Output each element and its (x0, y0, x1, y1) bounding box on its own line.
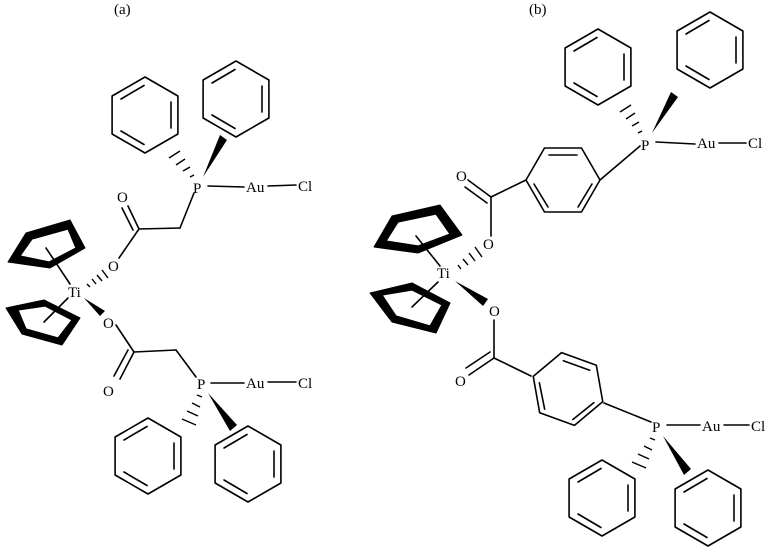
phenyl-ring-icon (114, 417, 182, 495)
hashed-bond (619, 104, 643, 134)
hashed-bond (631, 437, 656, 469)
bond (464, 186, 488, 204)
cyclopentadienyl-ring-icon (7, 219, 86, 285)
bond (113, 349, 129, 377)
phenyl-ring-icon (676, 11, 744, 89)
panel-a: (a) Ti O O O P (5, 2, 312, 503)
bond (179, 192, 195, 229)
bond (603, 402, 652, 423)
phenyl-ring-icon (202, 60, 270, 138)
atom-ti: Ti (437, 266, 450, 282)
phenyl-ring-icon (564, 28, 632, 106)
atom-o-ester-bottom: O (489, 304, 500, 320)
wedge-bond (208, 393, 237, 431)
phenyl-ring-icon (568, 459, 636, 537)
bond (655, 141, 696, 145)
atom-o-ester-bottom: O (103, 316, 114, 332)
atom-o-carbonyl-bottom: O (455, 374, 466, 390)
bond (115, 324, 135, 353)
atom-o-carbonyl-bottom: O (103, 384, 114, 400)
bond (118, 228, 140, 259)
atom-o-carbonyl-top: O (456, 169, 467, 185)
bond (127, 205, 140, 230)
atom-cl-bottom: Cl (751, 419, 765, 435)
atom-p-top: P (193, 181, 201, 197)
bond (493, 357, 532, 377)
hashed-bond (457, 246, 483, 270)
atom-cl-bottom: Cl (298, 376, 312, 392)
atom-p-bottom: P (197, 377, 205, 393)
bond (121, 207, 134, 231)
bond (119, 351, 135, 380)
wedge-bond (203, 135, 227, 177)
wedge-bond (663, 436, 691, 475)
bond (207, 185, 245, 188)
wedge-bond (652, 92, 678, 133)
bond (465, 351, 491, 369)
cyclopentadienyl-ring-icon (5, 297, 81, 346)
atom-au-bottom: Au (246, 376, 265, 392)
atom-p-bottom: P (652, 420, 660, 436)
atom-au-bottom: Au (702, 419, 721, 435)
panel-b: (b) Ti O O O P (369, 2, 765, 547)
atom-au-top: Au (246, 180, 265, 196)
phenyl-ring-icon (111, 76, 179, 154)
panel-label-b: (b) (529, 2, 547, 18)
bond (467, 179, 492, 198)
phenylene-ring-icon (525, 147, 601, 213)
wedge-bond (84, 298, 105, 316)
atom-o-carbonyl-top: O (117, 190, 128, 206)
phenyl-ring-icon (674, 469, 742, 547)
hashed-bond (181, 394, 203, 426)
bond (133, 349, 177, 353)
atom-o-ester-top: O (483, 237, 494, 253)
bond (138, 227, 181, 230)
bond (267, 184, 297, 187)
panel-label-a: (a) (114, 2, 131, 18)
cyclopentadienyl-ring-icon (369, 281, 451, 334)
bond (175, 349, 197, 378)
bond (490, 179, 527, 198)
phenylene-ring-icon (521, 345, 615, 433)
bond (599, 145, 641, 181)
cyclopentadienyl-ring-icon (373, 204, 463, 267)
atom-au-top: Au (697, 136, 716, 152)
wedge-bond (455, 281, 488, 306)
atom-ti: Ti (68, 285, 81, 301)
atom-o-ester-top: O (108, 259, 119, 275)
atom-cl-top: Cl (748, 136, 762, 152)
hashed-bond (86, 269, 109, 288)
bond (468, 357, 495, 376)
hashed-bond (168, 150, 195, 178)
atom-cl-top: Cl (298, 179, 312, 195)
phenyl-ring-icon (214, 425, 282, 503)
atom-p-top: P (641, 138, 649, 154)
